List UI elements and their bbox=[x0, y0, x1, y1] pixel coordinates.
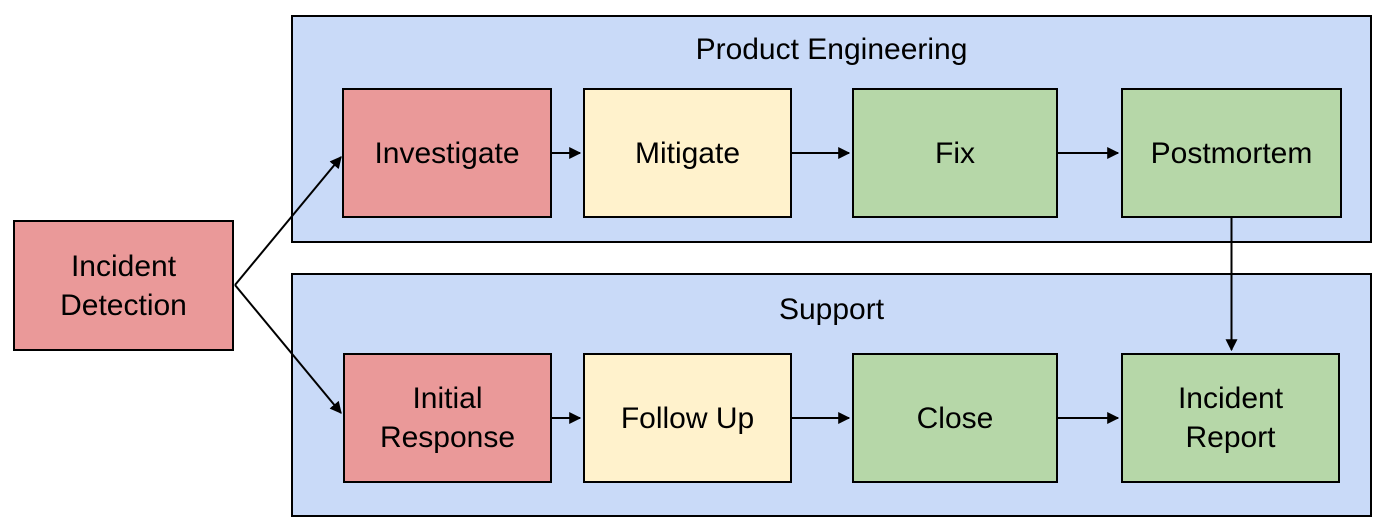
node-incident-detection: Incident Detection bbox=[13, 220, 234, 351]
node-follow-up: Follow Up bbox=[583, 353, 792, 483]
node-initial-response: Initial Response bbox=[343, 353, 552, 483]
node-postmortem: Postmortem bbox=[1121, 88, 1342, 218]
node-fix: Fix bbox=[852, 88, 1058, 218]
node-mitigate: Mitigate bbox=[583, 88, 792, 218]
node-close: Close bbox=[852, 353, 1058, 483]
node-incident-report: Incident Report bbox=[1121, 353, 1340, 483]
node-investigate: Investigate bbox=[342, 88, 552, 218]
